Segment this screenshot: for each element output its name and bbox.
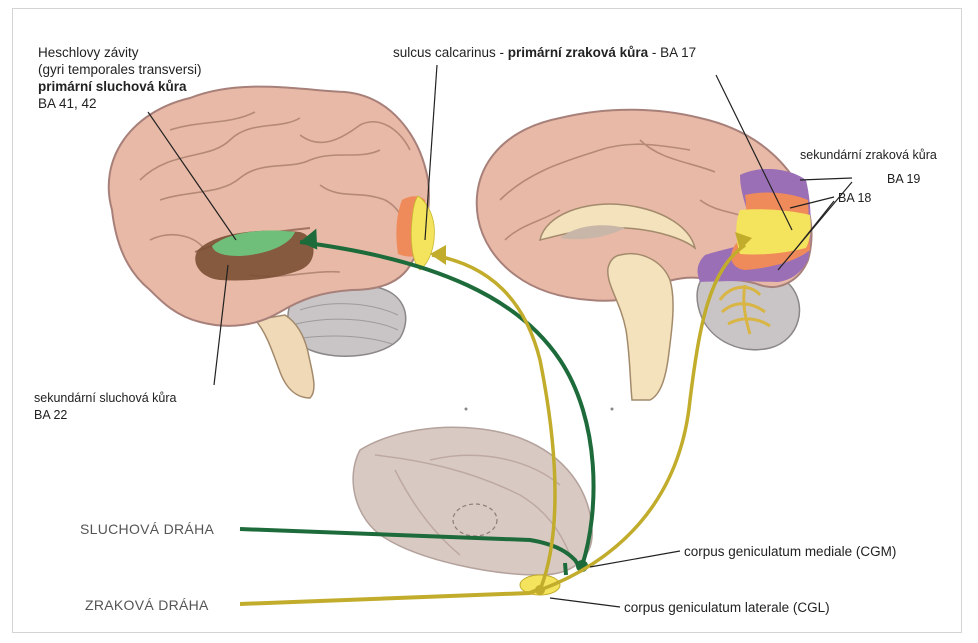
- cgm-label: corpus geniculatum mediale (CGM): [684, 543, 896, 560]
- secondary-auditory-label: sekundární sluchová kůra BA 22: [34, 390, 176, 424]
- visual-pathway-label: ZRAKOVÁ DRÁHA: [85, 597, 209, 614]
- cgl-label: corpus geniculatum laterale (CGL): [624, 599, 830, 616]
- lateral-ba17-strip: [411, 196, 434, 270]
- calcarine-label: sulcus calcarinus - primární zraková kůr…: [393, 44, 696, 61]
- medial-brain: [465, 110, 812, 411]
- ba18-label: BA 18: [838, 190, 871, 207]
- calcarine-bold: primární zraková kůra: [508, 45, 648, 60]
- heschl-line2: (gyri temporales transversi): [38, 61, 202, 78]
- ba19-label: BA 19: [887, 171, 920, 188]
- secondary-auditory-line2: BA 22: [34, 407, 176, 424]
- auditory-pathway-label: SLUCHOVÁ DRÁHA: [80, 521, 214, 538]
- lateral-brain: [109, 87, 435, 398]
- secondary-visual-label: sekundární zraková kůra: [800, 147, 937, 164]
- secondary-auditory-line1: sekundární sluchová kůra: [34, 390, 176, 407]
- calcarine-prefix: sulcus calcarinus -: [393, 45, 508, 60]
- calcarine-suffix: - BA 17: [648, 45, 696, 60]
- ba17-area: [736, 209, 811, 254]
- heschl-line1: Heschlovy závity: [38, 44, 202, 61]
- brainstem-medial: [608, 254, 673, 400]
- heschl-label: Heschlovy závity (gyri temporales transv…: [38, 44, 202, 112]
- heschl-line3: primární sluchová kůra: [38, 78, 202, 95]
- cgl-dot: [535, 585, 545, 595]
- heschl-line4: BA 41, 42: [38, 95, 202, 112]
